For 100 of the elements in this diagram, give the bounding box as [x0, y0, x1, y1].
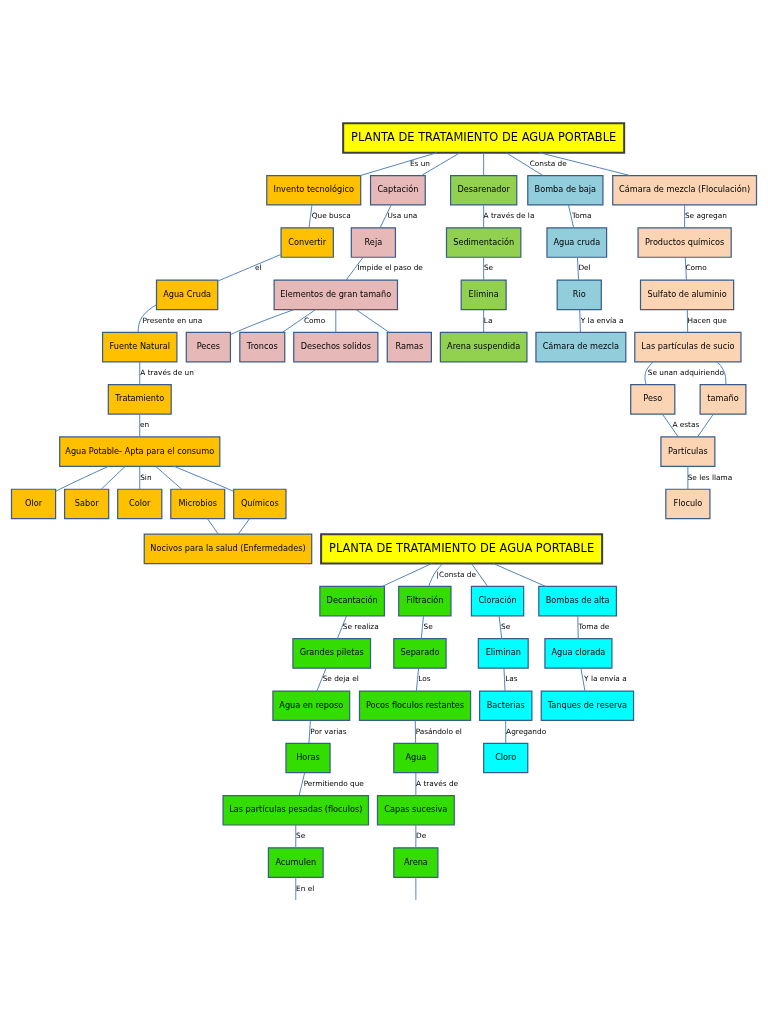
edge-label: Sin	[140, 472, 152, 482]
connector	[155, 466, 183, 490]
edge-label: el	[254, 263, 262, 273]
connector	[684, 256, 687, 281]
node-box: Bacterias	[478, 690, 533, 722]
edge-label: La	[483, 315, 493, 325]
connector	[483, 256, 485, 281]
connector	[579, 309, 581, 333]
connector	[295, 876, 297, 901]
edge-label: Se agregan	[684, 211, 727, 221]
node-box: Troncos	[239, 331, 286, 363]
connector	[662, 413, 679, 438]
node-box: Fuente Natural	[101, 331, 178, 363]
connector	[173, 465, 234, 492]
node-box: Sulfato de aluminio	[639, 279, 735, 311]
connector	[697, 413, 714, 438]
edge-label: A través de un	[140, 368, 194, 378]
connector	[483, 204, 485, 229]
connector	[282, 309, 316, 333]
connector	[230, 309, 295, 336]
node-box: Microbios	[170, 488, 226, 520]
connector	[345, 256, 364, 281]
connector	[335, 309, 337, 333]
connector	[420, 615, 424, 640]
node-box: Decantación	[319, 585, 386, 617]
node-box: Acumulen	[267, 847, 324, 878]
node-box: Cloro	[483, 742, 529, 774]
connector	[295, 824, 297, 849]
connector	[580, 667, 586, 692]
node-box: Arena	[393, 847, 439, 878]
edge-label: Es un	[409, 158, 430, 168]
node-box: Cloración	[470, 585, 525, 617]
edge-label: Se les llama	[687, 472, 733, 482]
connector	[414, 720, 417, 744]
node-box: Capas sucesiva	[376, 794, 455, 826]
connector	[100, 466, 126, 490]
connector	[428, 563, 444, 587]
node-box: Bomba de baja	[527, 174, 604, 206]
node-box: Peso	[630, 384, 676, 415]
edge-label: Se unan adquiriendo	[647, 368, 724, 378]
edge-label: Toma de	[578, 622, 610, 632]
edge-label: Toma	[572, 211, 592, 221]
node-box: Eliminan	[477, 638, 529, 669]
connector	[308, 204, 313, 229]
connector	[687, 466, 689, 490]
connector	[415, 667, 420, 692]
node-box: Sabor	[63, 488, 110, 520]
node-box: Horas	[285, 742, 331, 774]
connector	[498, 615, 503, 640]
connector	[568, 204, 575, 229]
node-box: Tratamiento	[107, 384, 172, 415]
node-box: Productos químicos	[637, 227, 732, 258]
connector	[505, 720, 507, 744]
connector	[471, 563, 489, 587]
connector	[415, 824, 417, 849]
connector	[298, 772, 306, 796]
node-box: Las partículas pesadas (floculos)	[222, 794, 370, 826]
node-box: Floculo	[665, 488, 711, 520]
connector	[217, 254, 282, 282]
node-box: Separado	[393, 638, 447, 669]
edge-label: Hacen que	[687, 315, 727, 325]
connector	[360, 152, 438, 176]
node-box: Captación	[369, 174, 426, 206]
edge-label: En el	[296, 883, 315, 893]
node-box: Agua Cruda	[155, 279, 219, 311]
connector	[139, 413, 141, 438]
edge-label: Del	[578, 263, 591, 273]
edge-label: Se realiza	[342, 622, 379, 632]
node-box: tamaño	[699, 384, 747, 415]
edge-label: Permitiendo que	[303, 778, 364, 788]
node-box: Agua Potable- Apta para el consumo	[59, 436, 221, 467]
connector	[316, 667, 327, 692]
connector	[577, 615, 579, 640]
connector	[207, 518, 219, 535]
node-box: Cámara de mezcla (Floculación)	[612, 174, 758, 206]
connector	[379, 204, 392, 229]
node-box: Rio	[556, 279, 602, 311]
node-box: Las partículas de sucio	[634, 331, 742, 363]
node-box: Nocivos para la salud (Enfermedades)	[143, 533, 313, 565]
connector	[308, 720, 311, 744]
connector	[381, 563, 432, 587]
connector	[686, 309, 689, 333]
connector	[483, 152, 485, 176]
connector	[139, 361, 141, 385]
edge-label: A través de	[416, 778, 459, 788]
edge-label: |Consta de	[436, 569, 477, 579]
connector	[493, 563, 547, 587]
node-box: Químicos	[233, 488, 287, 520]
edge-label: Se	[501, 622, 511, 632]
node-box: Desechos solidos	[293, 331, 379, 363]
edge-label: Se	[296, 831, 306, 841]
connector	[421, 152, 461, 176]
connector	[415, 772, 417, 796]
node-box: Bombas de alta	[538, 585, 618, 617]
connector	[503, 667, 506, 692]
node-box: Arena suspendida	[439, 331, 528, 363]
edge-label: Impide el paso de	[357, 263, 423, 273]
edge-label: Pasándolo el	[415, 726, 462, 736]
edge-label: A través de la	[483, 211, 535, 221]
node-box: Peces	[185, 331, 232, 363]
